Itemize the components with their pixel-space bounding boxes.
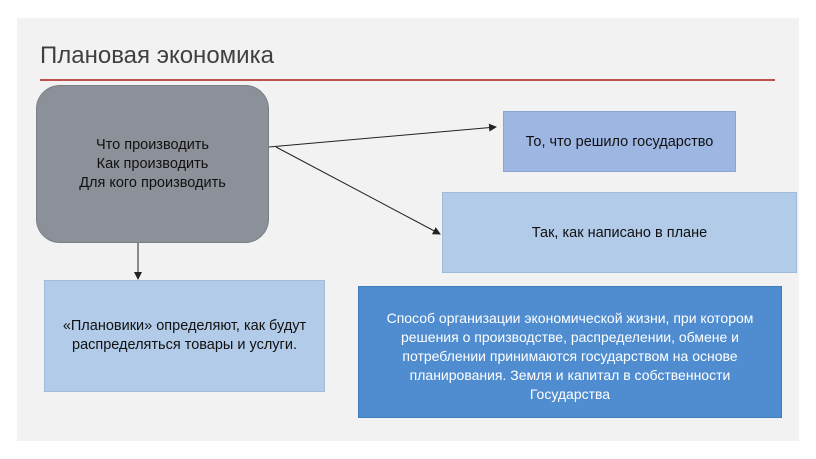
answer-plan-text: Так, как написано в плане	[531, 224, 708, 241]
answer-state-text: То, что решило государство	[525, 133, 714, 150]
questions-box: Что производить Как производить Для кого…	[36, 85, 269, 243]
question-for-whom: Для кого производить	[79, 174, 226, 191]
definition-text: Способ организации экономической жизни, …	[386, 310, 754, 402]
arrow-to-state-answer	[268, 123, 497, 148]
question-what: Что производить	[95, 136, 209, 153]
planners-text: «Плановики» определяют, как будут распре…	[62, 318, 307, 353]
arrow-to-plan-answer	[275, 146, 441, 235]
definition-box: Способ организации экономической жизни, …	[358, 286, 782, 418]
slide-title: Плановая экономика	[40, 42, 274, 69]
answer-plan-box: Так, как написано в плане	[442, 192, 797, 273]
title-underline	[40, 79, 775, 81]
planners-box: «Плановики» определяют, как будут распре…	[44, 280, 325, 392]
answer-state-box: То, что решило государство	[503, 111, 736, 172]
question-how: Как производить	[96, 155, 209, 172]
